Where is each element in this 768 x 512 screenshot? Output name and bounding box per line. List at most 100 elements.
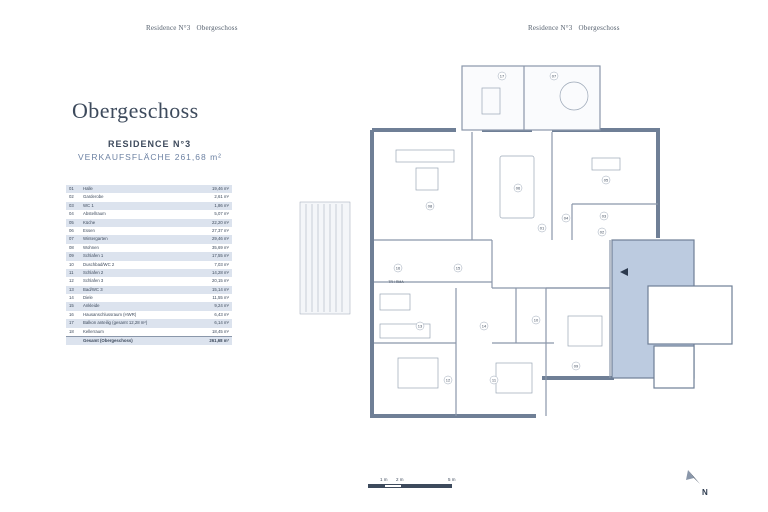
room-size: 22,20 m² xyxy=(212,219,229,225)
room-number: 18 xyxy=(69,328,74,334)
plan-label-16: 16 xyxy=(396,266,401,271)
room-name: Hausanschlussraum (HWR) xyxy=(83,311,137,317)
room-name: Halle xyxy=(83,186,93,191)
plan-label-03: 03 xyxy=(602,214,607,219)
header-floor: Obergeschoss xyxy=(578,24,620,32)
plan-label-tr: TR / RMA xyxy=(388,280,404,284)
header-residence: Residence N°3 xyxy=(528,24,573,32)
plan-label-10: 10 xyxy=(534,318,539,323)
room-size: 35,69 m² xyxy=(212,244,229,250)
room-size: 14,28 m² xyxy=(212,269,229,275)
scale-label-2: 2 m xyxy=(396,477,404,482)
room-name: Wintergarten xyxy=(83,236,108,242)
room-name: Duschbad/WC 2 xyxy=(83,261,115,267)
room-number: 11 xyxy=(69,269,74,275)
plan-label-06: 06 xyxy=(516,186,521,191)
room-size: 20,15 m² xyxy=(212,278,229,284)
room-size: 18,45 m² xyxy=(212,328,229,334)
room-size: 27,37 m² xyxy=(212,227,229,233)
room-size: 15,14 m² xyxy=(212,286,229,292)
plan-label-14: 14 xyxy=(482,324,487,329)
north-label: N xyxy=(702,488,708,497)
north-arrow-icon xyxy=(686,470,700,484)
room-number: 16 xyxy=(69,311,74,317)
room-name: Wohnen xyxy=(83,244,99,250)
room-number: 07 xyxy=(69,236,74,242)
table-row: 03 WC 1 1,86 m² xyxy=(66,201,232,211)
room-name: Küche xyxy=(83,219,96,225)
north-arrow: N xyxy=(682,466,712,500)
stair-core xyxy=(611,239,733,389)
room-size: 29,46 m² xyxy=(212,236,229,242)
plan-label-04: 04 xyxy=(564,216,569,221)
page-title: Obergeschoss xyxy=(72,98,199,123)
terrace-hatch xyxy=(299,201,351,315)
room-number: 04 xyxy=(69,211,74,217)
sales-area: VERKAUFSFLÄCHE 261,68 m² xyxy=(78,152,222,162)
table-row: 17 Balkon anteilig (gesamt 12,28 m²) 6,14 … xyxy=(66,319,232,328)
room-number: 13 xyxy=(69,286,74,292)
plan-label-05: 05 xyxy=(604,178,609,183)
room-number: 08 xyxy=(69,244,74,250)
scale-label-1: 1 m xyxy=(380,477,388,482)
room-size: 2,61 m² xyxy=(214,194,229,200)
table-row: 02 Garderobe 2,61 m² xyxy=(66,193,232,201)
room-size: 7,03 m² xyxy=(214,261,229,267)
room-size: 17,55 m² xyxy=(212,253,229,259)
furniture xyxy=(379,81,621,394)
plan-label-09: 09 xyxy=(574,364,579,369)
scale-bar: 1 m 2 m 5 m xyxy=(368,477,458,491)
room-name: Garderobe xyxy=(83,194,104,200)
room-number: 05 xyxy=(69,219,74,225)
room-number: 02 xyxy=(69,194,74,200)
table-row: 08 Wohnen 35,69 m² xyxy=(66,244,232,252)
plan-label-13: 13 xyxy=(418,324,423,329)
room-number: 14 xyxy=(69,295,74,301)
room-size: 6,14 m² xyxy=(214,320,229,326)
plan-label-17: 17 xyxy=(500,74,505,79)
room-name: Kellerraum xyxy=(83,328,104,334)
floor-plan: 01 02 03 04 05 06 07 08 09 10 11 12 13 1… xyxy=(299,65,733,418)
table-row: 18 Kellerraum 18,45 m² xyxy=(66,328,232,336)
plan-label-11: 11 xyxy=(492,378,497,383)
table-total-row: Gesamt (Obergeschoss) 261,68 m² xyxy=(66,336,232,346)
interior-walls xyxy=(374,132,658,416)
room-number: 17 xyxy=(69,320,74,326)
room-name: Schlafen 3 xyxy=(83,278,104,284)
room-number: 03 xyxy=(69,202,74,208)
room-name: Schlafen 1 xyxy=(83,253,104,259)
table-row: 04 Abstellraum 5,07 m² xyxy=(66,210,232,218)
room-number: 10 xyxy=(69,261,74,267)
room-number: 09 xyxy=(69,253,74,259)
total-name: Gesamt (Obergeschoss) xyxy=(83,338,133,344)
room-name: Abstellraum xyxy=(83,211,106,217)
table-row: 09 Schlafen 1 17,55 m² xyxy=(66,252,232,261)
total-size: 261,68 m² xyxy=(209,338,229,344)
room-size: 1,86 m² xyxy=(214,202,229,208)
header-right: Residence N°3 Obergeschoss xyxy=(528,24,620,32)
table-row: 07 Wintergarten 29,46 m² xyxy=(66,235,232,244)
scale-bar-line xyxy=(368,484,452,488)
room-name: Ankleide xyxy=(83,303,100,309)
room-number: 01 xyxy=(69,186,74,191)
room-size: 11,55 m² xyxy=(212,295,229,301)
room-name: Essen xyxy=(83,227,95,233)
room-name: WC 1 xyxy=(83,202,94,208)
plan-label-15: 15 xyxy=(456,266,461,271)
room-name: Diele xyxy=(83,295,93,301)
header-residence: Residence N°3 xyxy=(146,24,191,32)
room-size: 5,07 m² xyxy=(214,211,229,217)
room-size: 6,43 m² xyxy=(214,311,229,317)
room-size: 9,24 m² xyxy=(214,303,229,309)
plan-label-07: 07 xyxy=(552,74,557,79)
table-row: 05 Küche 22,20 m² xyxy=(66,218,232,227)
room-name: Balkon anteilig (gesamt 12,28 m²) xyxy=(83,320,148,326)
plan-label-02: 02 xyxy=(600,230,605,235)
